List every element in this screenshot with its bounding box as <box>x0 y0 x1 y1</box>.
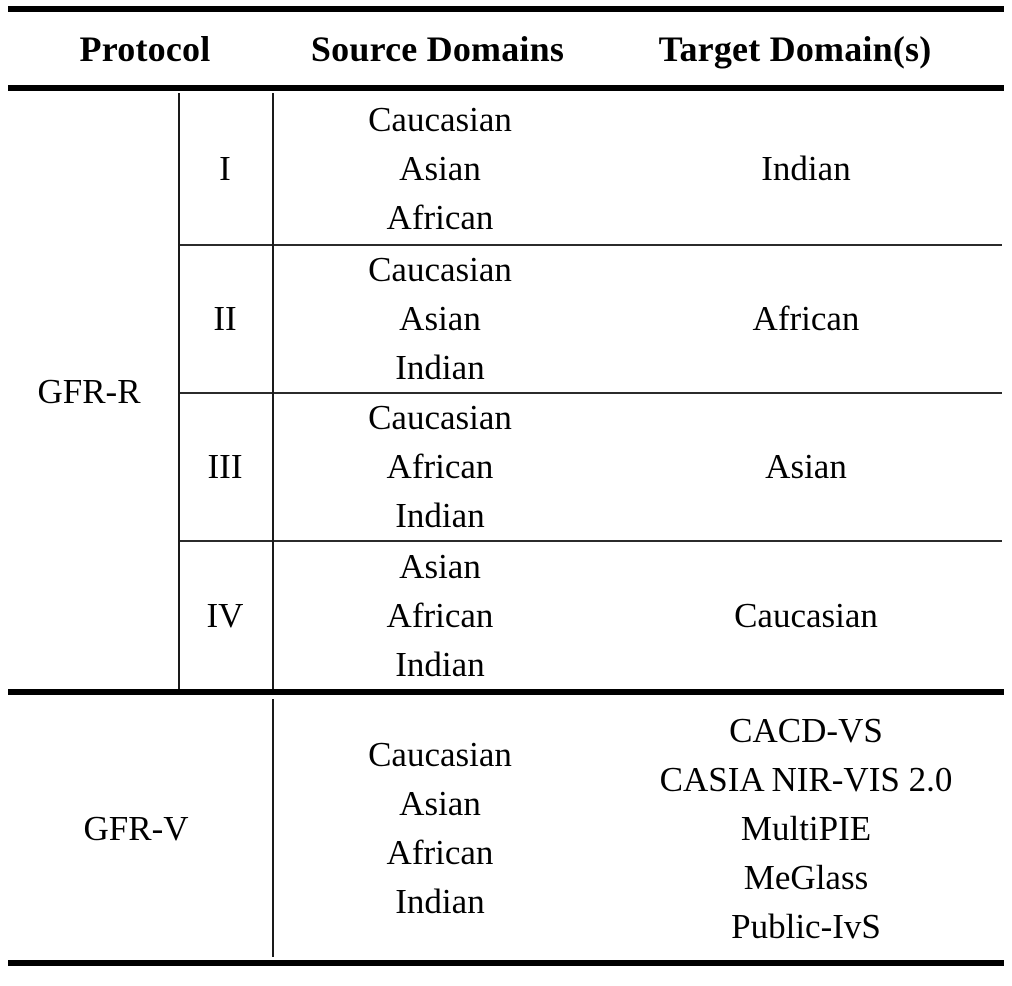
header-bottom-rule <box>8 85 1004 91</box>
protocol-numeral-text: III <box>207 447 243 486</box>
source-domains-2: Caucasian Asian Indian <box>272 245 608 392</box>
source-domain-item: Indian <box>395 496 485 535</box>
source-domain-item: African <box>386 595 494 635</box>
source-domain-item: Caucasian <box>368 735 512 774</box>
column-header-target-domains: Target Domain(s) <box>658 29 932 69</box>
source-domain-item: Indian <box>395 348 485 387</box>
vertical-rule-source <box>272 93 274 689</box>
row-separator-2 <box>178 392 1002 394</box>
protocol-numeral-1: I <box>178 93 272 244</box>
source-domain-item: African <box>386 447 494 486</box>
protocol-numeral-text: II <box>213 299 237 338</box>
source-domains-3: Caucasian African Indian <box>272 393 608 540</box>
source-domain-item: Indian <box>395 644 485 684</box>
table-top-rule <box>8 6 1004 12</box>
row-separator-3 <box>178 540 1002 542</box>
section-divider-rule <box>8 689 1004 695</box>
protocol-numeral-2: II <box>178 245 272 392</box>
target-domain-item: Public-IvS <box>731 906 881 946</box>
target-domain-item: Indian <box>761 149 851 188</box>
source-domains-gfr-v: Caucasian Asian African Indian <box>272 699 608 957</box>
source-domain-item: Caucasian <box>368 398 512 437</box>
table-header-row: Protocol Source Domains Target Domain(s) <box>0 18 1012 80</box>
source-domain-item: African <box>386 198 494 237</box>
source-domain-item: Indian <box>395 882 485 921</box>
source-domain-item: Asian <box>399 149 481 188</box>
source-domain-item: Asian <box>399 546 481 586</box>
vertical-rule-source-lower <box>272 699 274 957</box>
target-domain-item: CASIA NIR-VIS 2.0 <box>659 759 953 799</box>
source-domain-item: Caucasian <box>368 250 512 289</box>
target-domain-item: Caucasian <box>734 595 878 635</box>
column-header-protocol: Protocol <box>79 29 211 69</box>
target-domains-4: Caucasian <box>608 541 1004 689</box>
protocol-numeral-3: III <box>178 393 272 540</box>
target-domain-item: Asian <box>765 447 847 486</box>
table-bottom-rule <box>8 960 1004 966</box>
source-domain-item: Asian <box>399 784 481 823</box>
target-domains-gfr-v: CACD-VS CASIA NIR-VIS 2.0 MultiPIE MeGla… <box>608 699 1004 957</box>
section-label-text: GFR-V <box>83 808 189 848</box>
section-label-gfr-r: GFR-R <box>0 93 178 689</box>
vertical-rule-protocol <box>178 93 180 689</box>
source-domain-item: Caucasian <box>368 100 512 139</box>
target-domain-item: CACD-VS <box>729 710 883 750</box>
target-domain-item: MeGlass <box>743 857 869 897</box>
source-domains-4: Asian African Indian <box>272 541 608 689</box>
protocol-numeral-text: I <box>219 149 231 188</box>
target-domain-item: MultiPIE <box>740 808 872 848</box>
protocol-numeral-text: IV <box>206 595 244 635</box>
row-separator-1 <box>178 244 1002 246</box>
source-domains-1: Caucasian Asian African <box>272 93 608 244</box>
target-domains-1: Indian <box>608 93 1004 244</box>
target-domains-2: African <box>608 245 1004 392</box>
column-header-source-domains: Source Domains <box>310 29 565 69</box>
source-domain-item: Asian <box>399 299 481 338</box>
target-domains-3: Asian <box>608 393 1004 540</box>
source-domain-item: African <box>386 833 494 872</box>
section-label-text: GFR-R <box>37 371 141 411</box>
target-domain-item: African <box>752 299 860 338</box>
section-label-gfr-v: GFR-V <box>0 699 272 957</box>
protocol-numeral-4: IV <box>178 541 272 689</box>
